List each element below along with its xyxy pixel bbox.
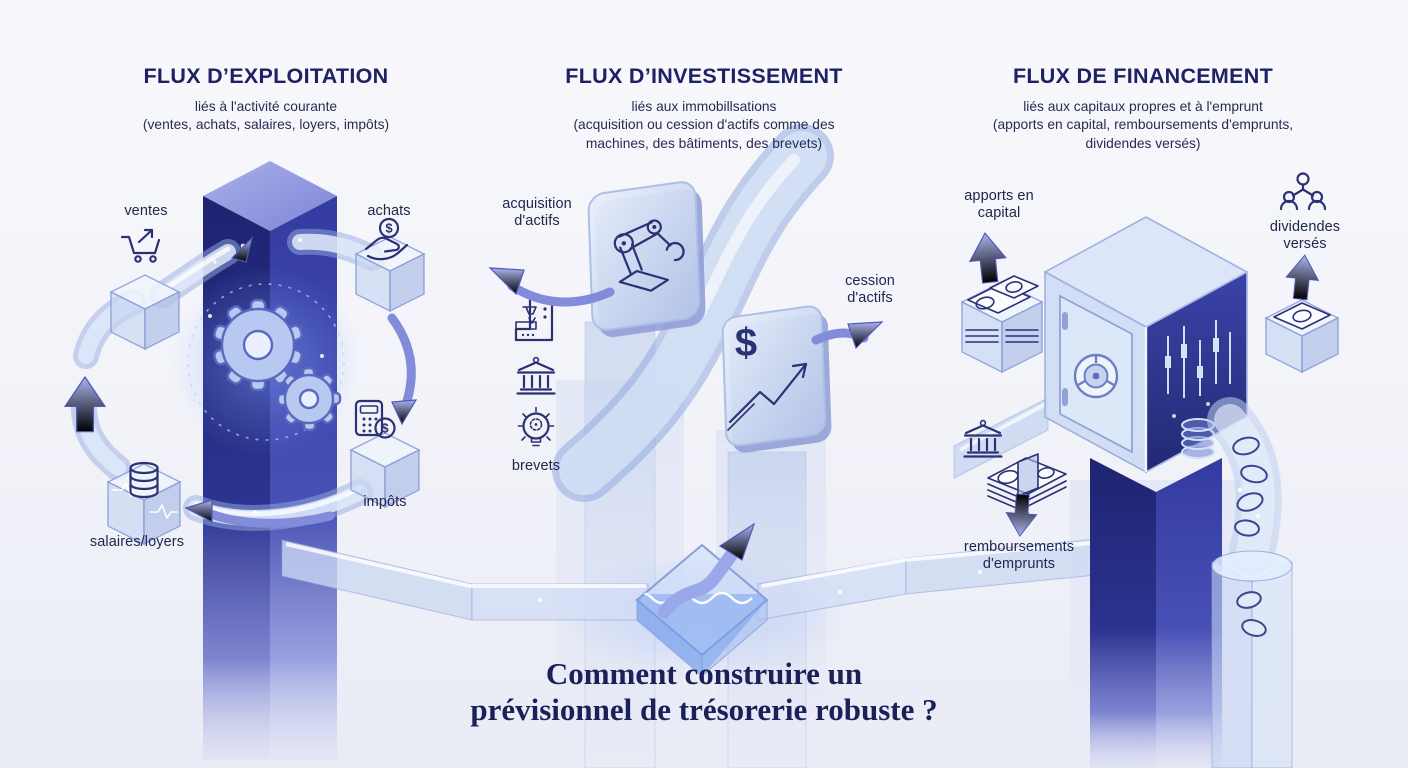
label-ventes: ventes	[124, 203, 168, 219]
svg-text:$: $	[385, 221, 393, 236]
cube-ventes	[109, 274, 181, 351]
bank-icon-repayment	[963, 419, 1003, 458]
bulb-gear-icon	[517, 406, 555, 447]
vault-dial	[1073, 353, 1119, 399]
acquisition-panel	[587, 181, 706, 337]
investissement-subtitle: liés aux immobillsations	[631, 99, 777, 114]
section-header-financement: FLUX DE FINANCEMENT liés aux capitaux pr…	[953, 64, 1333, 153]
financement-detail: (apports en capital, remboursements d'em…	[992, 117, 1294, 151]
financement-title: FLUX DE FINANCEMENT	[1012, 64, 1274, 88]
investissement-detail: (acquisition ou cession d'actifs comme d…	[573, 117, 835, 151]
label-impots: impôts	[363, 494, 407, 510]
coins-stack-icon	[129, 461, 159, 499]
cube-salaires	[106, 463, 182, 546]
financement-pillar	[1090, 458, 1222, 768]
dollar-growth-icon: $	[727, 321, 808, 431]
label-remboursements: remboursements d'emprunts	[963, 539, 1075, 572]
label-salaires-loyers: salaires/loyers	[89, 534, 185, 550]
investment-arrows	[488, 267, 884, 350]
exploitation-arrows	[64, 236, 418, 528]
label-apports-capital: apports en capital	[964, 188, 1034, 221]
section-header-investissement: FLUX D’INVESTISSEMENT liés aux immobills…	[534, 64, 874, 153]
vault-coin-stack	[1181, 418, 1215, 459]
label-acquisition-actifs: acquisition d'actifs	[502, 196, 572, 229]
cube-impots	[349, 432, 421, 509]
footer-question: Comment construire un prévisionnel de tr…	[404, 656, 1004, 729]
footer-question-line1: Comment construire un	[545, 656, 863, 691]
label-achats: achats	[367, 203, 411, 219]
dividends-stack	[1264, 252, 1340, 374]
exploitation-title: FLUX D’EXPLOITATION	[143, 64, 389, 88]
label-cession-actifs: cession d'actifs	[845, 273, 895, 306]
hand-dollar-icon: $	[364, 217, 409, 261]
robot-arm-icon	[613, 219, 685, 292]
exploitation-detail: (ventes, achats, salaires, loyers, impôt…	[142, 117, 390, 133]
s-curve-ribbon	[552, 124, 834, 502]
footer-question-line2: prévisionnel de trésorerie robuste ?	[470, 692, 938, 728]
coin-tube	[1207, 397, 1293, 768]
vault-candlesticks	[1165, 320, 1231, 418]
loan-repayment-group	[963, 419, 1067, 538]
label-brevets: brevets	[511, 458, 561, 474]
cession-panel: $	[721, 305, 832, 453]
shareholders-icon	[1279, 172, 1327, 211]
label-dividendes-verses: dividendes versés	[1269, 219, 1341, 252]
investissement-title: FLUX D’INVESTISSEMENT	[565, 64, 843, 88]
section-header-exploitation: FLUX D’EXPLOITATION liés à l'activité co…	[86, 64, 446, 135]
exploitation-subtitle: liés à l'activité courante	[194, 99, 338, 114]
gears	[170, 266, 362, 458]
svg-text:$: $	[381, 421, 389, 436]
svg-text:$: $	[735, 321, 757, 365]
capital-contribution-stack	[960, 230, 1044, 374]
calculator-dollar-icon: $	[354, 399, 396, 439]
main-cash-pipe	[281, 537, 1134, 621]
cart-icon	[120, 228, 161, 263]
banknote-bundle-icon	[987, 453, 1067, 514]
bank-icon	[516, 356, 556, 395]
financement-subtitle: liés aux capitaux propres et à l'emprunt	[1023, 99, 1263, 114]
cash-basin	[635, 522, 769, 678]
